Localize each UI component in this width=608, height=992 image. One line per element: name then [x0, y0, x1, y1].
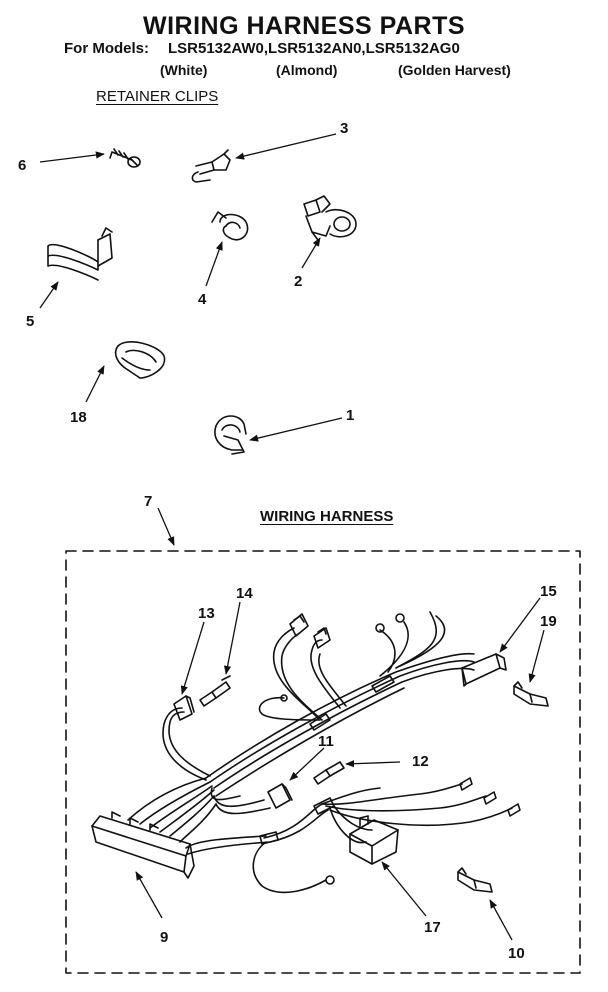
part-numbers: 6 3 4 2 5 18 1 7 13 14 15 19 11 12 9 17 … — [18, 120, 557, 962]
part-number-4: 4 — [198, 291, 207, 308]
main-connector-part-9 — [91, 811, 195, 879]
part-number-15: 15 — [540, 583, 557, 600]
variant-almond: (Almond) — [276, 62, 338, 78]
part-number-18: 18 — [70, 409, 87, 426]
variant-golden-harvest: (Golden Harvest) — [398, 62, 511, 78]
screw-part-6 — [109, 148, 141, 168]
connector-block-part-15 — [461, 653, 507, 687]
section-wiring-harness: WIRING HARNESS — [260, 508, 394, 525]
part-number-14: 14 — [236, 585, 253, 602]
saddle-clip-part-5 — [47, 227, 113, 281]
part-number-5: 5 — [26, 313, 34, 330]
part-number-9: 9 — [160, 929, 168, 946]
cable-retainer-part-2 — [303, 195, 357, 241]
part-number-3: 3 — [340, 120, 348, 137]
variant-white: (White) — [160, 62, 208, 78]
connector-part-11 — [267, 783, 293, 809]
part-number-7: 7 — [144, 493, 152, 510]
terminal-part-12 — [313, 761, 345, 785]
part-number-11: 11 — [318, 733, 334, 750]
connector-part-13 — [173, 695, 195, 721]
part-number-17: 17 — [424, 919, 441, 936]
part-number-19: 19 — [540, 613, 557, 630]
terminal-part-14 — [199, 675, 231, 707]
spade-terminals-right — [459, 777, 521, 817]
page-title: WIRING HARNESS PARTS — [142, 12, 466, 40]
terminal-part-10 — [457, 867, 493, 893]
plug-connector-upper — [289, 613, 331, 649]
plug-connector-part-17 — [349, 815, 399, 865]
harness-boundary — [65, 550, 581, 974]
models-prefix: For Models: — [64, 40, 149, 57]
terminal-part-19 — [513, 681, 549, 707]
part-number-1: 1 — [346, 407, 354, 424]
part-number-12: 12 — [412, 753, 429, 770]
part-number-13: 13 — [198, 605, 215, 622]
part-number-2: 2 — [294, 273, 302, 290]
part-number-6: 6 — [18, 157, 26, 174]
leader-arrows — [39, 133, 545, 941]
ring-clip-part-4 — [211, 211, 249, 241]
harness-wires — [127, 611, 513, 894]
split-sleeve-part-18 — [114, 341, 166, 379]
section-retainer-clips: RETAINER CLIPS — [96, 88, 219, 105]
part-number-10: 10 — [508, 945, 525, 962]
wire-clip-part-1 — [214, 415, 247, 455]
ring-terminal-lower — [325, 875, 335, 885]
ring-terminals-top — [280, 613, 405, 702]
model-numbers: LSR5132AW0,LSR5132AN0,LSR5132AG0 — [168, 40, 460, 57]
retainer-clip-part-3 — [191, 149, 231, 183]
